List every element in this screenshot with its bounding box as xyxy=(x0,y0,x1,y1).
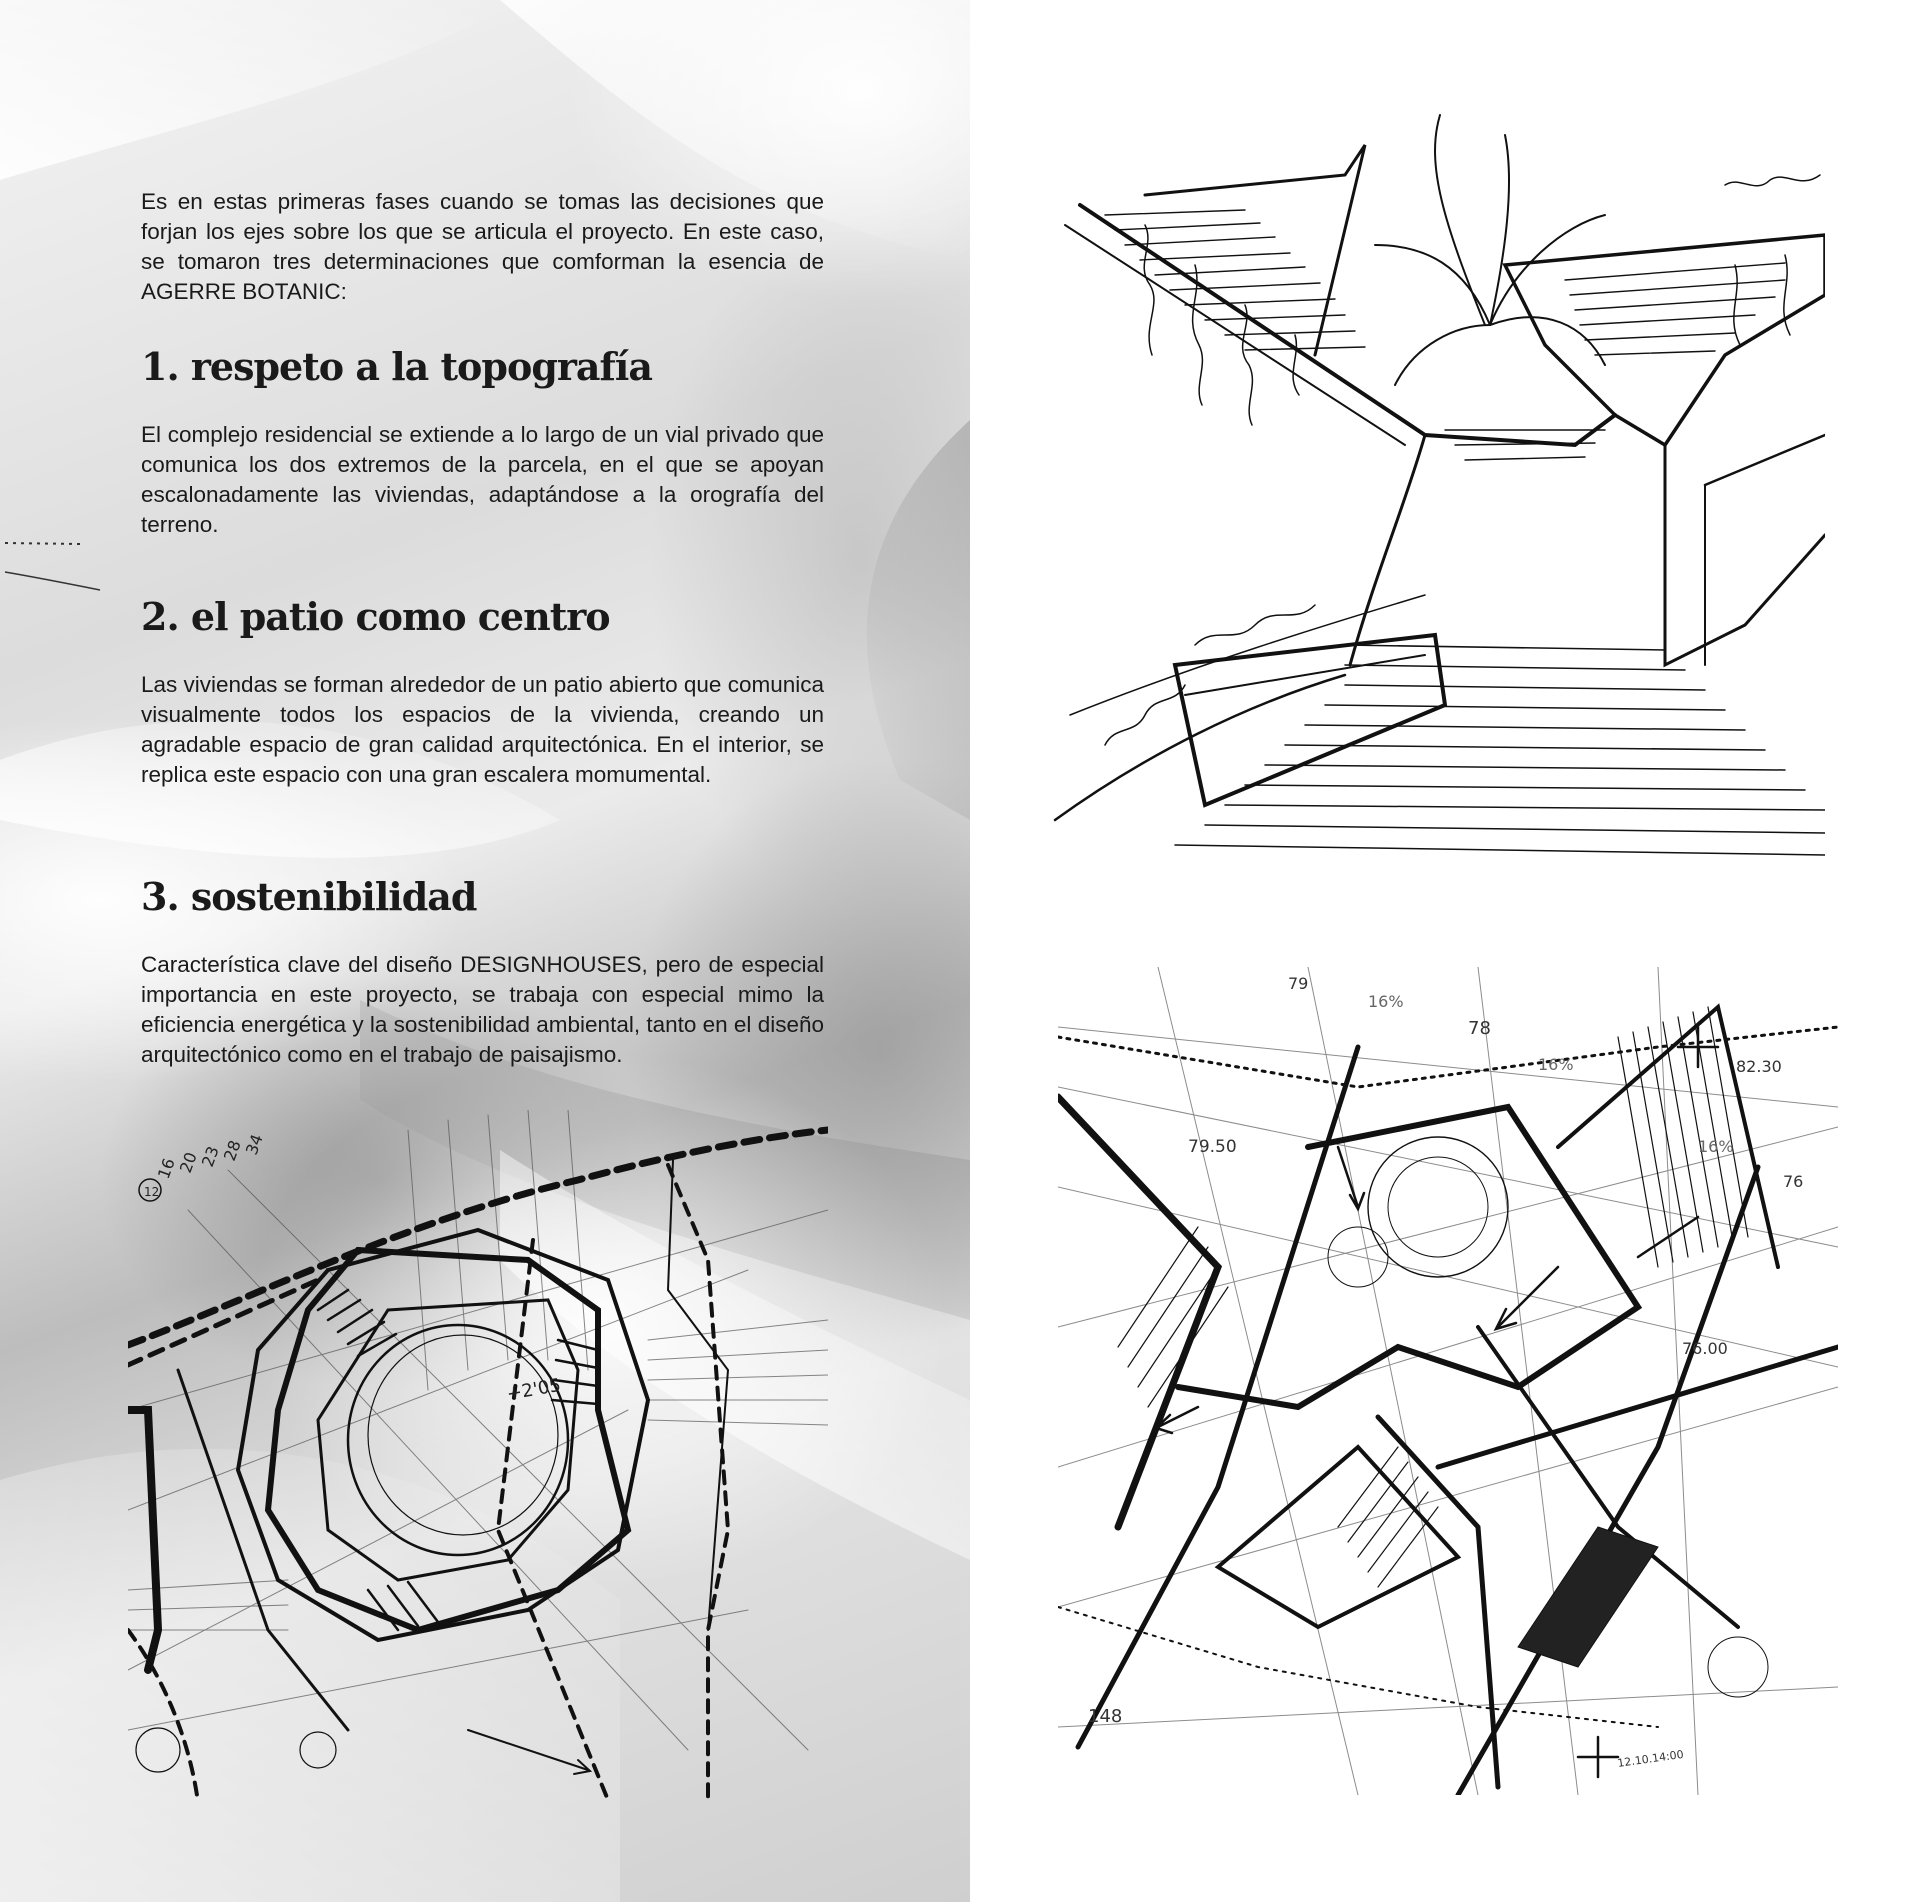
patio-perspective-sketch xyxy=(1045,105,1825,875)
section-3: 3. sostenibilidad xyxy=(141,873,824,921)
level-78: 78 xyxy=(1468,1018,1491,1039)
floor-plan-sketch-left: 12 +2'05 16 20 23 28 34 xyxy=(128,1110,828,1802)
section-1-body: El complejo residencial se extiende a lo… xyxy=(141,422,824,537)
section-3-body-block: Característica clave del diseño DESIGNHO… xyxy=(141,950,824,1070)
section-3-heading: 3. sostenibilidad xyxy=(141,874,477,919)
section-3-body: Característica clave del diseño DESIGNHO… xyxy=(141,952,824,1067)
slope-2: 16% xyxy=(1538,1055,1574,1074)
fabric-background xyxy=(0,0,970,1902)
level-76: 76 xyxy=(1783,1172,1803,1191)
level-79: 79 xyxy=(1288,974,1308,993)
left-page: Es en estas primeras fases cuando se tom… xyxy=(0,0,970,1902)
section-2: 2. el patio como centro xyxy=(141,593,824,641)
site-plan-sketch-right: 79 16% 78 16% 82.30 79.50 16% 76 76.00 1… xyxy=(1058,967,1838,1795)
section-2-body: Las viviendas se forman alrededor de un … xyxy=(141,672,824,787)
slope-1: 16% xyxy=(1368,992,1404,1011)
intro-paragraph: Es en estas primeras fases cuando se tom… xyxy=(141,189,824,304)
dim-label-5: 34 xyxy=(242,1132,267,1158)
intro-paragraph-block: Es en estas primeras fases cuando se tom… xyxy=(141,187,824,307)
section-2-body-block: Las viviendas se forman alrededor de un … xyxy=(141,670,824,790)
section-1-body-block: El complejo residencial se extiende a lo… xyxy=(141,420,824,540)
date-note: 12.10.14:00 xyxy=(1617,1748,1685,1770)
right-page: 79 16% 78 16% 82.30 79.50 16% 76 76.00 1… xyxy=(970,0,1920,1902)
level-76-00: 76.00 xyxy=(1682,1339,1728,1358)
circle-label: 12 xyxy=(144,1185,159,1199)
level-148: 148 xyxy=(1088,1706,1122,1727)
section-1-heading: 1. respeto a la topografía xyxy=(141,344,653,389)
section-2-heading: 2. el patio como centro xyxy=(141,594,611,639)
slope-3: 16% xyxy=(1698,1137,1734,1156)
level-79-50: 79.50 xyxy=(1188,1137,1237,1157)
level-82: 82.30 xyxy=(1736,1057,1782,1076)
section-1: 1. respeto a la topografía xyxy=(141,343,824,391)
